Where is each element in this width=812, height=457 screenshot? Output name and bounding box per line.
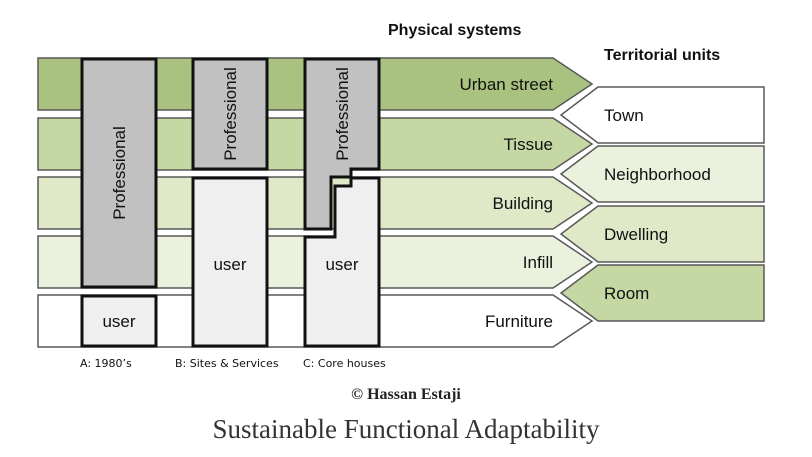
label-town: Town [604, 106, 644, 125]
scenario-a-caption: A: 1980’s [80, 357, 132, 370]
scenario-b-user-box [191, 176, 269, 348]
physical-systems-heading: Physical systems [388, 22, 522, 39]
scenario-b-professional-label: Professional [221, 67, 240, 161]
scenario-b: Professional user [191, 57, 269, 348]
physical-system-labels: Urban street Tissue Building Infill Furn… [459, 75, 553, 331]
label-tissue: Tissue [504, 135, 553, 154]
label-infill: Infill [523, 253, 553, 272]
territorial-unit-bands [559, 86, 765, 322]
label-room: Room [604, 284, 649, 303]
label-furniture: Furniture [485, 312, 553, 331]
label-building: Building [493, 194, 554, 213]
copyright-notice: © Hassan Estaji [351, 386, 461, 403]
label-urban-street: Urban street [459, 75, 553, 94]
territorial-unit-labels: Town Neighborhood Dwelling Room [604, 106, 711, 303]
scenario-c-user-box [303, 176, 381, 348]
scenario-b-caption: B: Sites & Services [175, 357, 279, 370]
scenario-c-professional-label: Professional [333, 67, 352, 161]
diagram-title: Sustainable Functional Adaptability [212, 414, 600, 444]
band-town [559, 86, 765, 144]
scenario-c-caption: C: Core houses [303, 357, 386, 370]
label-dwelling: Dwelling [604, 225, 668, 244]
band-neighborhood [559, 145, 765, 203]
scenario-a: Professional user [80, 57, 158, 348]
scenario-b-user-label: user [213, 255, 246, 274]
band-room [559, 264, 765, 322]
scenario-a-professional-box [80, 57, 158, 289]
scenario-b-professional-box [191, 57, 269, 171]
scenario-a-professional-label: Professional [110, 126, 129, 220]
scenario-a-user-label: user [102, 312, 135, 331]
scenario-c-user-label: user [325, 255, 358, 274]
scenario-c: Professional user [303, 57, 381, 348]
label-neighborhood: Neighborhood [604, 165, 711, 184]
band-dwelling [559, 205, 765, 263]
territorial-units-heading: Territorial units [604, 47, 721, 64]
scenario-a-user-box [80, 294, 158, 348]
